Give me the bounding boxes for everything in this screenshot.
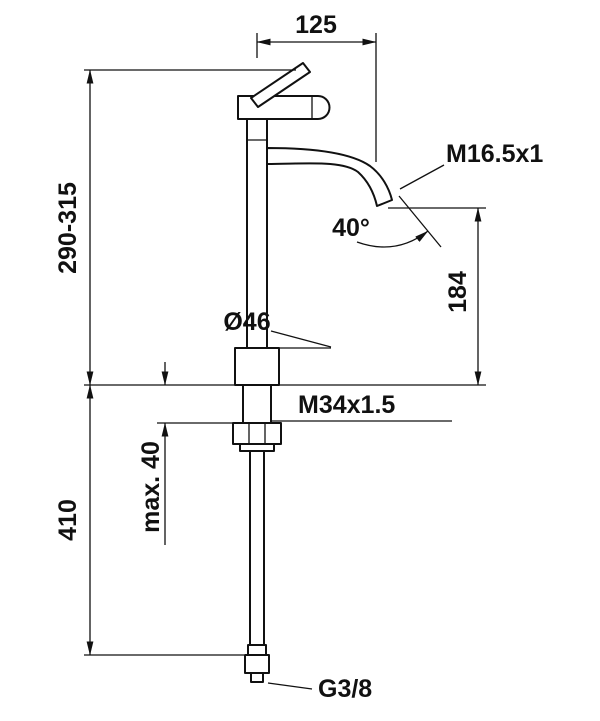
label-max-thickness: max. 40 <box>137 441 165 533</box>
base-flange <box>234 347 280 386</box>
hose-connector-nut <box>244 654 270 674</box>
hose-ferrule <box>247 644 267 656</box>
extension-lines <box>84 33 486 656</box>
leader-d46 <box>270 330 332 348</box>
label-spout-reach: 125 <box>295 11 337 39</box>
label-spout-height: 184 <box>444 271 472 313</box>
washer <box>239 443 275 452</box>
leader-lines <box>267 164 452 690</box>
dimension-lines <box>86 38 482 656</box>
faucet-drawing <box>232 62 393 683</box>
leader-g38 <box>267 682 313 690</box>
faucet-spout <box>266 147 393 207</box>
dimension-labels: 125 290-315 M16.5x1 40° 184 Ø46 M34x1.5 … <box>54 11 543 703</box>
label-base-diameter: Ø46 <box>223 308 270 336</box>
threaded-shank <box>242 384 272 424</box>
angle-arc <box>356 230 429 248</box>
label-body-thread: M34x1.5 <box>298 391 395 419</box>
angle-reference-line <box>398 195 442 248</box>
supply-hose <box>249 450 265 646</box>
leader-m16 <box>399 164 445 190</box>
label-connector-thread: G3/8 <box>318 675 372 703</box>
label-aerator-thread: M16.5x1 <box>446 140 543 168</box>
hose-connector-tip <box>250 672 264 683</box>
label-height-range: 290-315 <box>54 182 82 274</box>
label-lower-height: 410 <box>54 499 82 541</box>
mounting-nut <box>232 422 282 445</box>
faucet-lever <box>250 62 311 108</box>
label-spout-angle: 40° <box>332 214 370 242</box>
